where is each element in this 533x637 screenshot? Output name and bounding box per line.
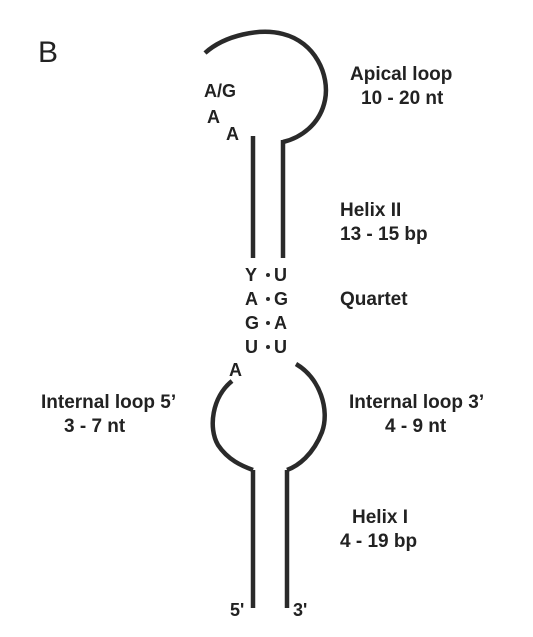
internal-loop-5-label: Internal loop 5’ bbox=[41, 392, 176, 413]
quartet-label: Quartet bbox=[340, 289, 408, 310]
quartet-right-3: A bbox=[274, 313, 287, 333]
quartet-right-4: U bbox=[274, 337, 287, 357]
quartet-right-2: G bbox=[274, 289, 288, 309]
end-3-label: 3' bbox=[293, 600, 307, 620]
internal-loop-3-size: 4 - 9 nt bbox=[385, 416, 447, 437]
quartet-pairs: Y U A G G A U U bbox=[245, 265, 288, 357]
pair-dot bbox=[266, 345, 270, 349]
apical-loop-label: Apical loop bbox=[350, 64, 452, 85]
internal-loop-3-strand bbox=[286, 362, 327, 473]
apical-loop-size: 10 - 20 nt bbox=[361, 88, 444, 109]
apical-nucleotide-1: A/G bbox=[204, 81, 236, 101]
quartet-right-1: U bbox=[274, 265, 287, 285]
pair-dot bbox=[266, 297, 270, 301]
pair-dot bbox=[266, 321, 270, 325]
helix-i-size: 4 - 19 bp bbox=[340, 531, 417, 552]
apical-nucleotide-3: A bbox=[226, 124, 239, 144]
pair-dot bbox=[266, 273, 270, 277]
internal-loop-3-label: Internal loop 3’ bbox=[349, 392, 484, 413]
internal-loop-nucleotide: A bbox=[229, 360, 242, 380]
quartet-left-4: U bbox=[245, 337, 258, 357]
helix-ii-size: 13 - 15 bp bbox=[340, 224, 428, 245]
apical-loop-strand bbox=[203, 29, 329, 145]
quartet-left-3: G bbox=[245, 313, 259, 333]
internal-loop-5-strand bbox=[210, 379, 254, 473]
quartet-left-1: Y bbox=[245, 265, 257, 285]
panel-letter: B bbox=[38, 36, 58, 69]
quartet-left-2: A bbox=[245, 289, 258, 309]
end-5-label: 5' bbox=[230, 600, 244, 620]
helix-ii-label: Helix II bbox=[340, 200, 401, 221]
apical-nucleotide-2: A bbox=[207, 107, 220, 127]
internal-loop-5-size: 3 - 7 nt bbox=[64, 416, 126, 437]
helix-i-label: Helix I bbox=[352, 507, 408, 528]
